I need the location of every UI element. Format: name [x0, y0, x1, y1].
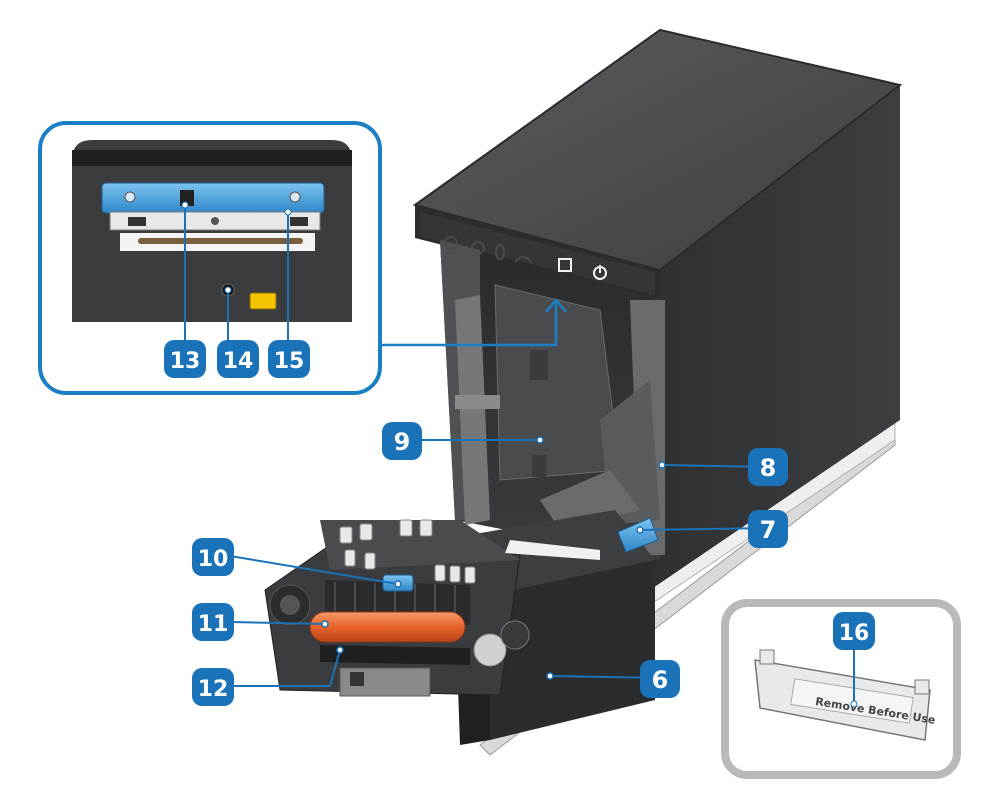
svg-text:16: 16 — [839, 621, 870, 646]
callout-7: 7 — [748, 510, 788, 548]
svg-text:8: 8 — [760, 454, 777, 482]
callout-12: 12 — [192, 668, 234, 706]
paper-drawer-front — [490, 560, 655, 740]
bluetooth-icon — [495, 244, 505, 260]
callout-15: 15 — [268, 340, 310, 378]
status-icons — [444, 236, 607, 280]
wifi-icon — [514, 256, 532, 263]
svg-text:13: 13 — [170, 349, 201, 374]
info-icon — [471, 241, 485, 255]
svg-text:15: 15 — [274, 349, 305, 374]
svg-text:9: 9 — [394, 428, 411, 456]
printer-right-side — [650, 85, 900, 590]
network-icon — [444, 236, 458, 250]
inset-print-head-view — [38, 121, 382, 395]
svg-text:12: 12 — [198, 677, 229, 702]
callout-11: 11 — [192, 603, 234, 641]
inset-connector — [380, 298, 567, 347]
printer-body — [264, 28, 903, 756]
svg-text:11: 11 — [198, 612, 229, 637]
callout-16: 16 — [833, 612, 875, 650]
svg-text:6: 6 — [652, 666, 669, 694]
leader-dots — [321, 436, 666, 680]
svg-text:7: 7 — [760, 516, 777, 544]
callout-14: 14 — [217, 340, 259, 378]
callout-10: 10 — [192, 538, 234, 576]
print-mechanism — [264, 519, 530, 697]
sticker-panel: Remove Before Use — [721, 599, 961, 779]
callout-8: 8 — [748, 448, 788, 486]
platen-roller — [309, 611, 466, 643]
svg-text:14: 14 — [223, 349, 254, 374]
callout-6: 6 — [640, 660, 680, 698]
svg-text:10: 10 — [198, 547, 229, 572]
paper-feed-icon — [558, 258, 572, 272]
paper-width-lever — [617, 517, 659, 553]
callout-badges: 6 7 8 9 10 11 12 13 — [164, 340, 875, 706]
callout-13: 13 — [164, 340, 206, 378]
callout-9: 9 — [382, 422, 422, 460]
